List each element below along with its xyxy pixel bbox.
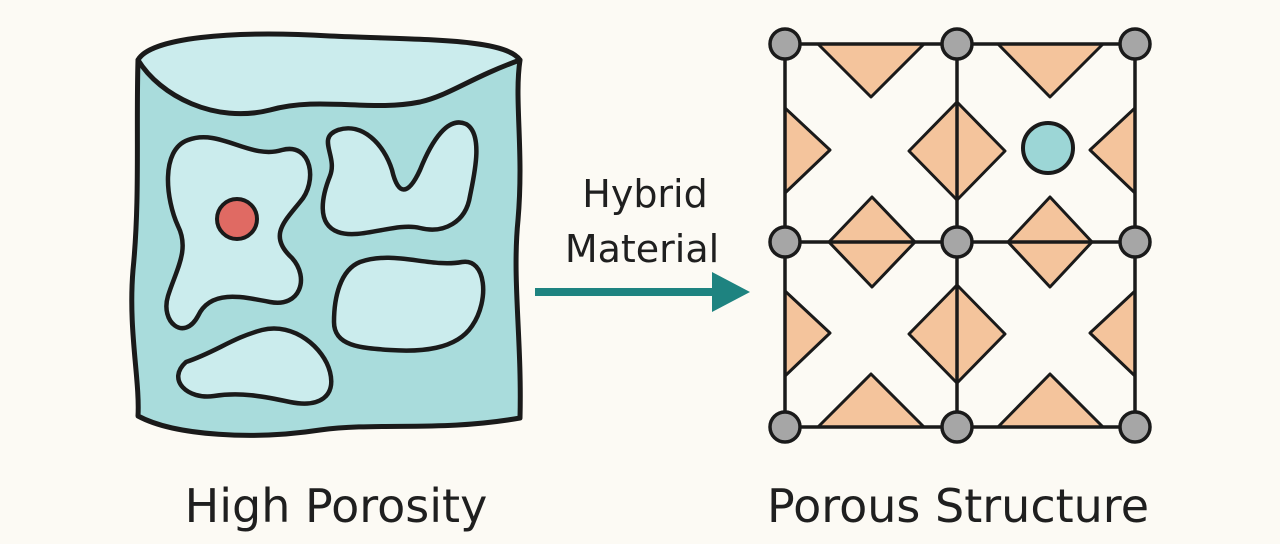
node-middle-right bbox=[1118, 225, 1152, 259]
transformation-arrow-group: Hybrid Material bbox=[535, 172, 750, 312]
node-top-left bbox=[768, 27, 802, 61]
pore-bottom bbox=[176, 326, 334, 406]
pore-middle-right bbox=[331, 255, 486, 353]
pore-upper-right bbox=[320, 120, 479, 237]
triangle-bottom-right bbox=[996, 372, 1105, 429]
left-caption: High Porosity bbox=[185, 479, 488, 533]
node-bottom-left bbox=[768, 410, 802, 444]
red-particle bbox=[215, 197, 259, 241]
node-top-right bbox=[1118, 27, 1152, 61]
triangle-right-lower bbox=[1088, 289, 1137, 378]
arrow-label-line2: Material bbox=[565, 227, 719, 271]
node-bottom-center bbox=[940, 410, 974, 444]
node-middle-left bbox=[768, 225, 802, 259]
triangle-right-upper bbox=[1088, 106, 1137, 195]
porous-block bbox=[129, 31, 523, 438]
triangle-bottom-left bbox=[816, 372, 926, 429]
block-top-face bbox=[135, 31, 523, 117]
triangle-top-right bbox=[996, 42, 1105, 99]
node-top-center bbox=[940, 27, 974, 61]
lattice-nodes bbox=[768, 27, 1152, 444]
triangle-left-upper bbox=[783, 106, 832, 195]
arrow-label-line1: Hybrid bbox=[582, 172, 708, 216]
triangle-top-left bbox=[816, 42, 926, 99]
cyan-particle bbox=[1021, 121, 1075, 175]
triangle-left-lower bbox=[783, 289, 832, 378]
node-middle-center bbox=[940, 225, 974, 259]
right-caption: Porous Structure bbox=[767, 479, 1149, 533]
arrow-head-icon bbox=[712, 272, 750, 312]
node-bottom-right bbox=[1118, 410, 1152, 444]
lattice-structure bbox=[768, 27, 1152, 444]
